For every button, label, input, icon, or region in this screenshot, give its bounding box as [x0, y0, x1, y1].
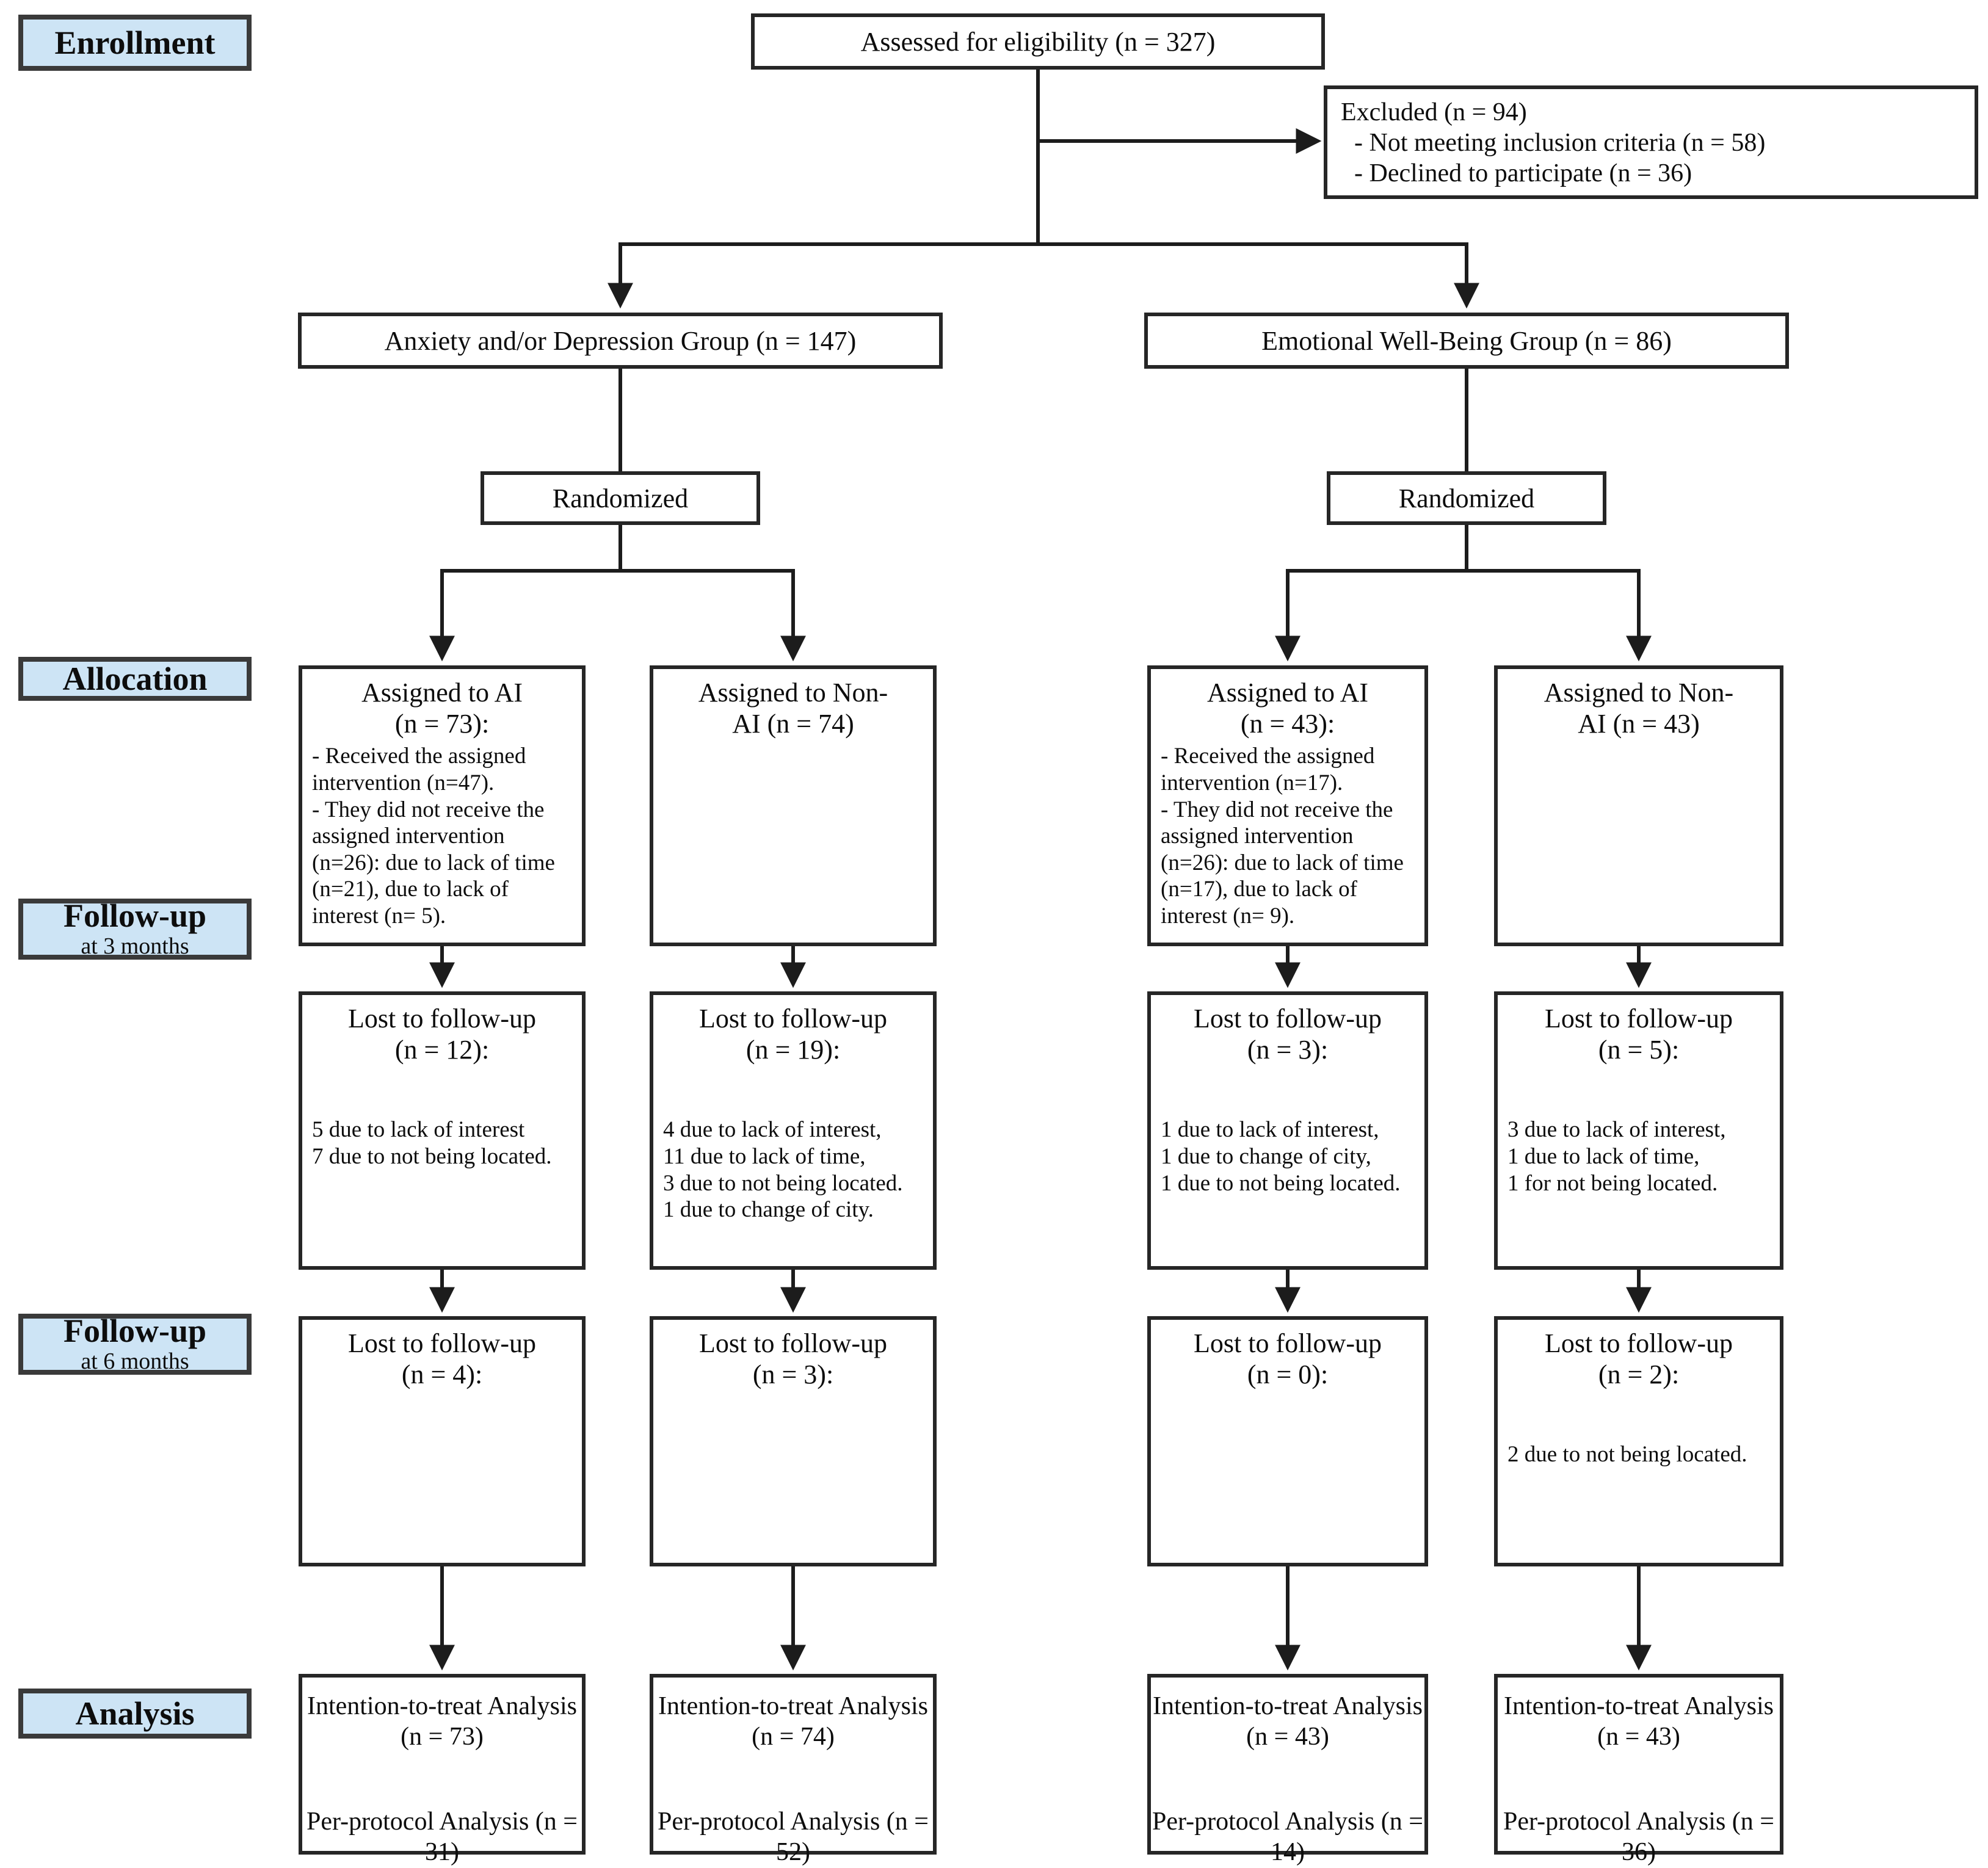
allocation-box-nonai-left-title: Assigned to Non- AI (n = 74): [698, 678, 888, 739]
group-emotional-wellbeing-text: Emotional Well-Being Group (n = 86): [1261, 325, 1672, 356]
followup3-box-4-title: Lost to follow-up (n = 5):: [1545, 1004, 1733, 1065]
allocation-box-nonai-right: Assigned to Non- AI (n = 43): [1494, 665, 1783, 946]
analysis-box-1-itt: Intention-to-treat Analysis (n = 73): [307, 1692, 578, 1751]
allocation-box-ai-right: Assigned to AI (n = 43): - Received the …: [1147, 665, 1428, 946]
analysis-box-3-itt: Intention-to-treat Analysis (n = 43): [1152, 1692, 1423, 1751]
group-anxiety-depression-text: Anxiety and/or Depression Group (n = 147…: [384, 325, 857, 356]
followup3-box-4-body: 3 due to lack of interest, 1 due to lack…: [1507, 1117, 1726, 1196]
analysis-box-1: Intention-to-treat Analysis (n = 73) Per…: [299, 1674, 586, 1866]
allocation-box-nonai-left: Assigned to Non- AI (n = 74): [650, 665, 937, 946]
section-label-analysis: Analysis: [18, 1689, 252, 1739]
followup3-box-3: Lost to follow-up (n = 3): 1 due to lack…: [1147, 991, 1428, 1270]
followup3-box-3-title: Lost to follow-up (n = 3):: [1194, 1004, 1382, 1065]
assessed-eligibility-box: Assessed for eligibility (n = 327): [751, 13, 1325, 70]
randomized-right-box: Randomized: [1327, 471, 1606, 525]
followup-3-title: Follow-up: [63, 897, 207, 935]
analysis-box-4-itt: Intention-to-treat Analysis (n = 43): [1503, 1692, 1774, 1751]
analysis-box-2-pp: Per-protocol Analysis (n = 52): [658, 1807, 929, 1867]
excluded-title: Excluded (n = 94): [1341, 98, 1527, 126]
analysis-box-4: Intention-to-treat Analysis (n = 43) Per…: [1494, 1674, 1783, 1866]
section-label-enrollment: Enrollment: [18, 15, 252, 71]
section-label-allocation-text: Allocation: [62, 661, 208, 697]
group-emotional-wellbeing-box: Emotional Well-Being Group (n = 86): [1144, 313, 1789, 369]
randomized-left-text: Randomized: [552, 483, 689, 513]
followup6-box-2: Lost to follow-up (n = 3):: [650, 1316, 937, 1566]
randomized-right-text: Randomized: [1398, 483, 1535, 513]
assessed-eligibility-text: Assessed for eligibility (n = 327): [860, 26, 1216, 57]
analysis-box-2-itt: Intention-to-treat Analysis (n = 74): [658, 1692, 929, 1751]
followup-6-subtitle: at 6 months: [81, 1349, 189, 1375]
analysis-box-4-pp: Per-protocol Analysis (n = 36): [1503, 1807, 1774, 1867]
allocation-box-ai-right-body: - Received the assigned intervention (n=…: [1161, 744, 1404, 929]
section-label-allocation: Allocation: [18, 657, 252, 701]
section-label-followup-6-months: Follow-up at 6 months: [18, 1314, 252, 1375]
followup3-box-4: Lost to follow-up (n = 5): 3 due to lack…: [1494, 991, 1783, 1270]
followup6-box-4: Lost to follow-up (n = 2): 2 due to not …: [1494, 1316, 1783, 1566]
followup3-box-1-body: 5 due to lack of interest 7 due to not b…: [312, 1117, 552, 1169]
followup6-box-4-body: 2 due to not being located.: [1507, 1442, 1747, 1468]
followup-6-title: Follow-up: [63, 1312, 207, 1350]
excluded-reason-1: - Not meeting inclusion criteria (n = 58…: [1354, 129, 1766, 157]
followup-3-subtitle: at 3 months: [81, 933, 189, 960]
followup6-box-4-title: Lost to follow-up (n = 2):: [1545, 1328, 1733, 1389]
followup3-box-2-body: 4 due to lack of interest, 11 due to lac…: [663, 1117, 903, 1223]
section-label-analysis-text: Analysis: [75, 1695, 195, 1732]
randomized-left-box: Randomized: [481, 471, 760, 525]
analysis-box-2: Intention-to-treat Analysis (n = 74) Per…: [650, 1674, 937, 1866]
allocation-box-ai-left-body: - Received the assigned intervention (n=…: [312, 744, 555, 929]
allocation-box-nonai-right-title: Assigned to Non- AI (n = 43): [1544, 678, 1734, 739]
followup6-box-2-title: Lost to follow-up (n = 3):: [699, 1328, 887, 1389]
excluded-reason-2: - Declined to participate (n = 36): [1354, 159, 1692, 187]
group-anxiety-depression-box: Anxiety and/or Depression Group (n = 147…: [298, 313, 943, 369]
followup3-box-3-body: 1 due to lack of interest, 1 due to chan…: [1161, 1117, 1401, 1196]
allocation-box-ai-left-title: Assigned to AI (n = 73):: [361, 678, 523, 739]
section-label-enrollment-text: Enrollment: [54, 24, 216, 61]
followup3-box-2-title: Lost to follow-up (n = 19):: [699, 1004, 887, 1065]
followup6-box-1: Lost to follow-up (n = 4):: [299, 1316, 586, 1566]
followup3-box-1-title: Lost to follow-up (n = 12):: [348, 1004, 536, 1065]
analysis-box-3: Intention-to-treat Analysis (n = 43) Per…: [1147, 1674, 1428, 1866]
excluded-box: Excluded (n = 94) - Not meeting inclusio…: [1324, 85, 1978, 199]
allocation-box-ai-left: Assigned to AI (n = 73): - Received the …: [299, 665, 586, 946]
allocation-box-ai-right-title: Assigned to AI (n = 43):: [1207, 678, 1368, 739]
followup3-box-1: Lost to follow-up (n = 12): 5 due to lac…: [299, 991, 586, 1270]
section-label-followup-3-months: Follow-up at 3 months: [18, 899, 252, 960]
analysis-box-1-pp: Per-protocol Analysis (n = 31): [307, 1807, 578, 1867]
followup3-box-2: Lost to follow-up (n = 19): 4 due to lac…: [650, 991, 937, 1270]
followup6-box-1-title: Lost to follow-up (n = 4):: [348, 1328, 536, 1389]
followup6-box-3-title: Lost to follow-up (n = 0):: [1194, 1328, 1382, 1389]
followup6-box-3: Lost to follow-up (n = 0):: [1147, 1316, 1428, 1566]
analysis-box-3-pp: Per-protocol Analysis (n = 14): [1152, 1807, 1423, 1867]
